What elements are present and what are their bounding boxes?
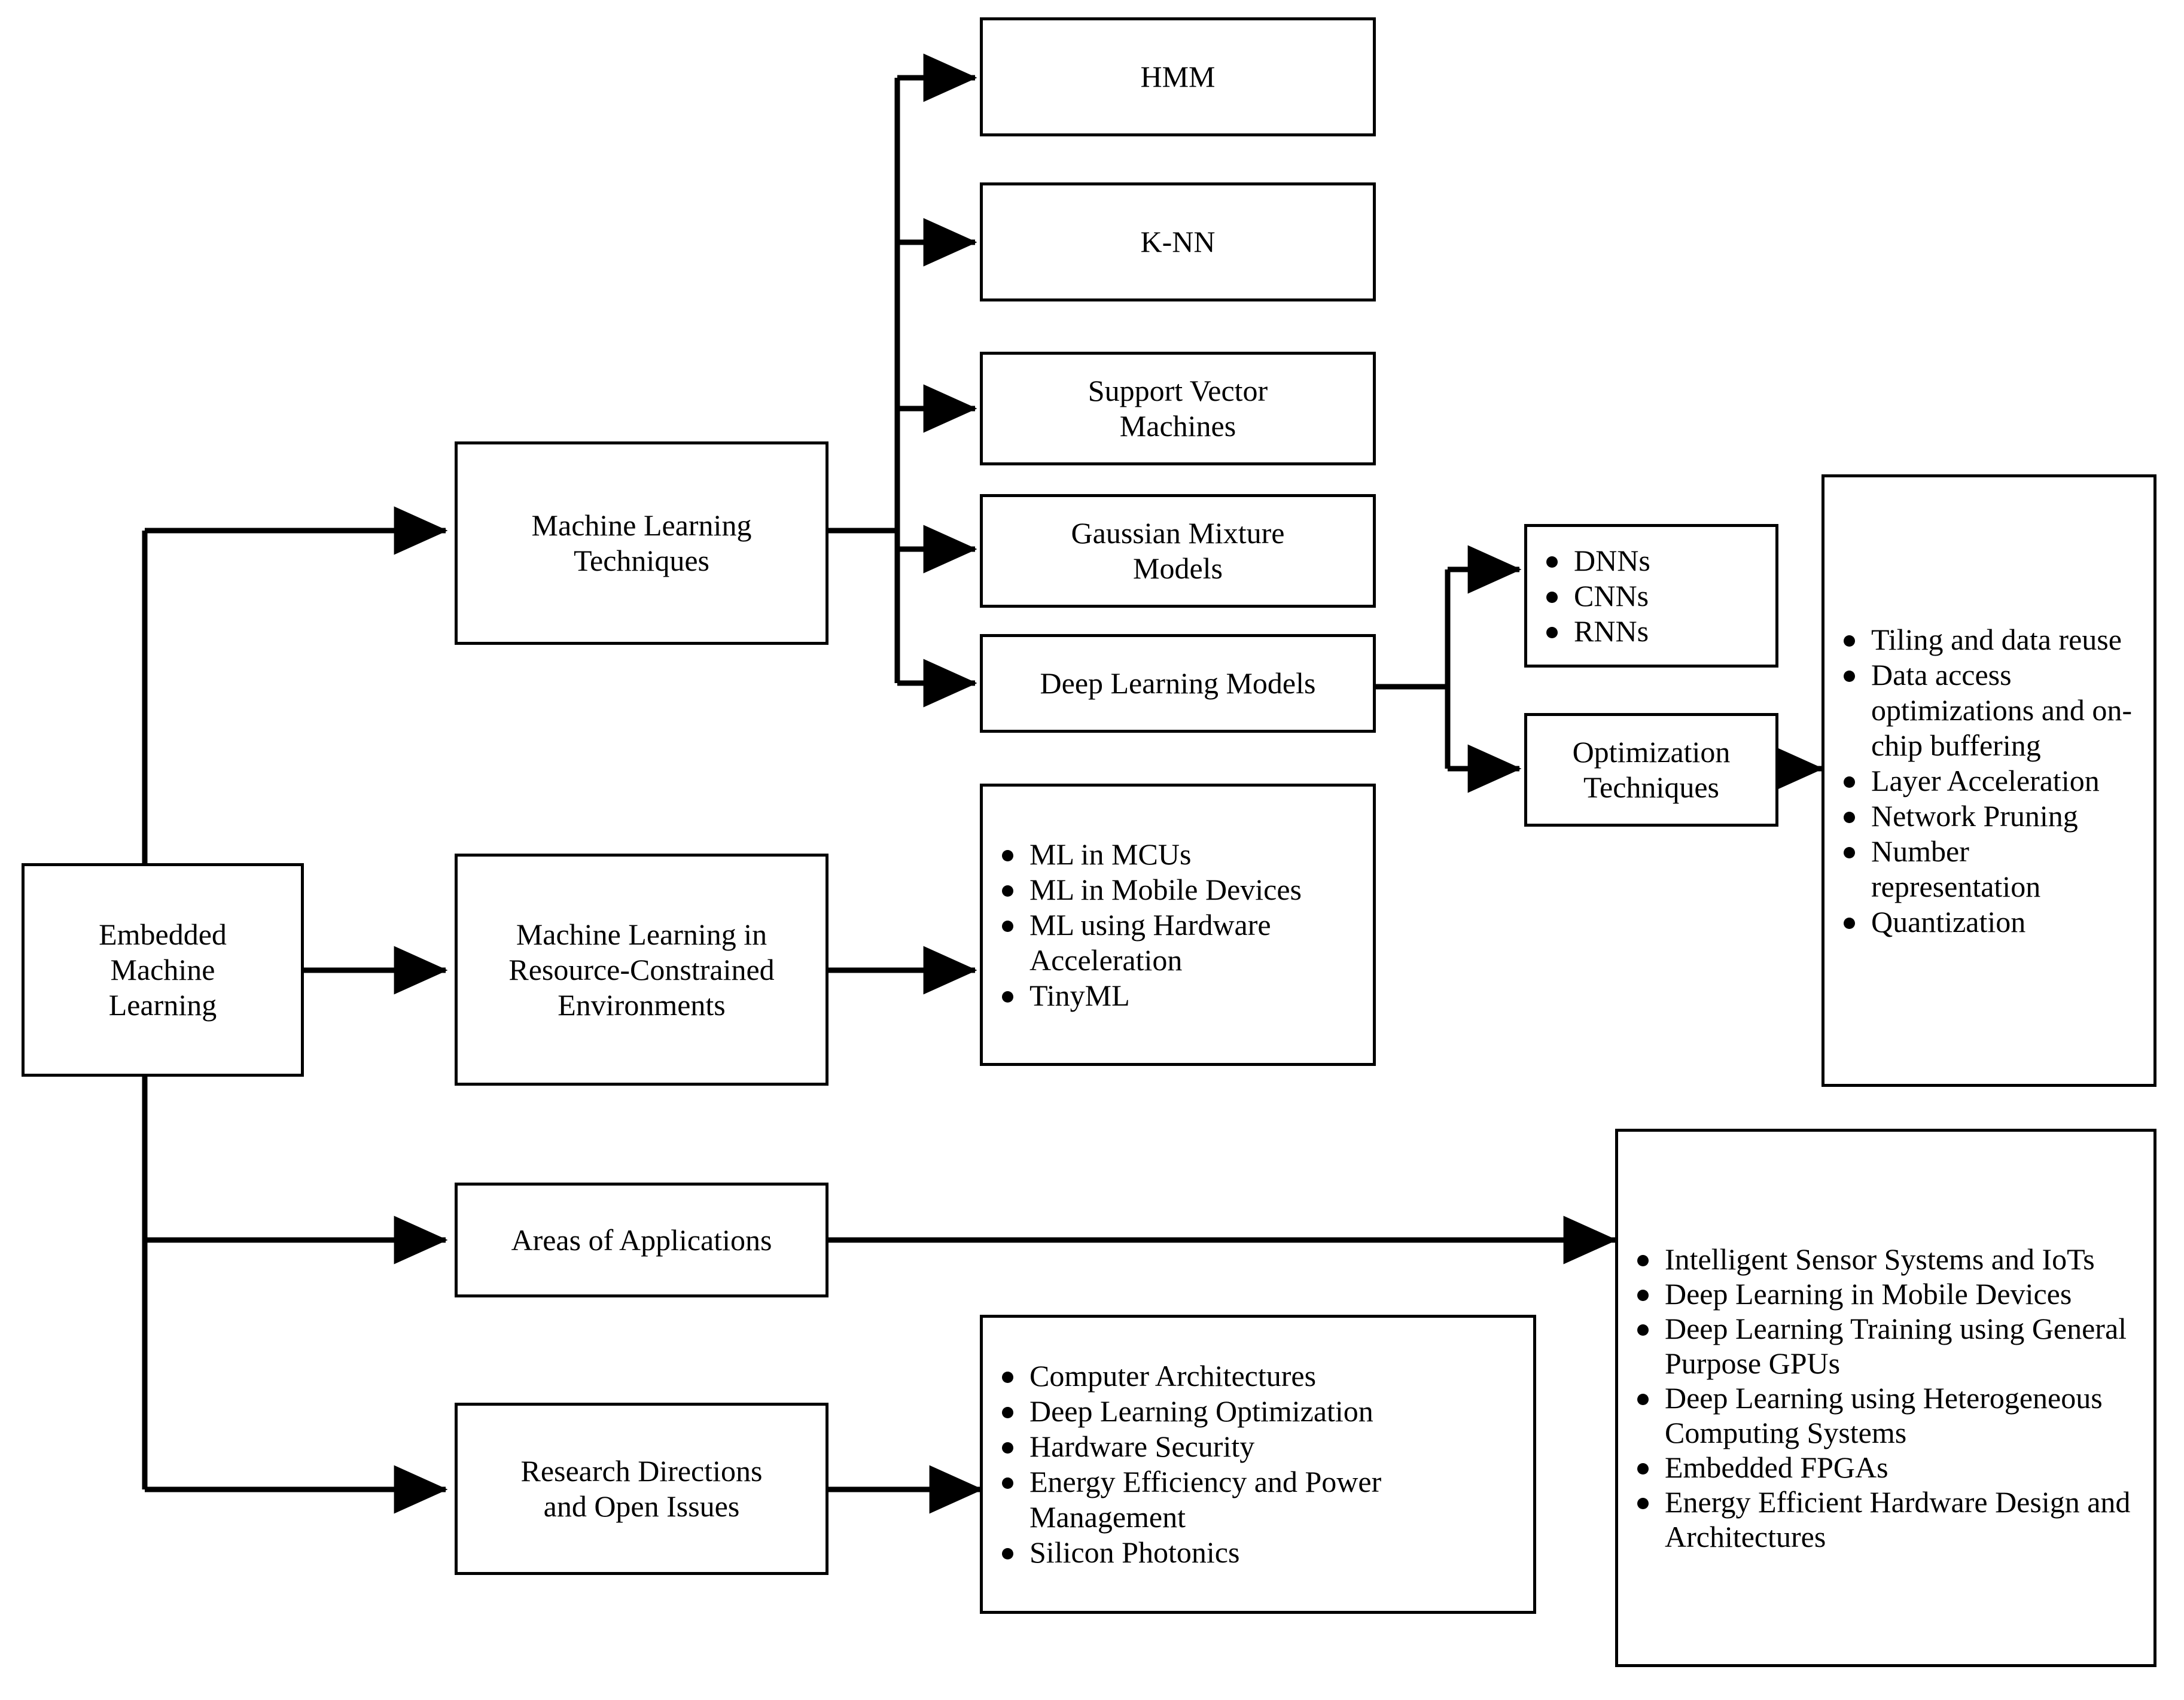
node-label: Machine Learning in Resource-Constrained… bbox=[508, 917, 775, 1022]
list-item: Deep Learning using Heterogeneous Comput… bbox=[1637, 1381, 2144, 1450]
research-details-list: Computer Architectures Deep Learning Opt… bbox=[983, 1358, 1533, 1570]
list-item: Number representation bbox=[1844, 834, 2144, 904]
node-embedded-machine-learning[interactable]: Embedded Machine Learning bbox=[22, 863, 304, 1077]
list-item: Computer Architectures bbox=[1002, 1358, 1524, 1394]
node-label: K-NN bbox=[1140, 225, 1216, 258]
node-knn[interactable]: K-NN bbox=[980, 182, 1376, 301]
node-label: Machine Learning Techniques bbox=[531, 508, 752, 577]
list-item: DNNs bbox=[1546, 543, 1766, 578]
node-ml-resource-constrained[interactable]: Machine Learning in Resource-Constrained… bbox=[455, 854, 828, 1086]
node-optimization-techniques[interactable]: Optimization Techniques bbox=[1524, 713, 1778, 827]
list-item: ML in MCUs bbox=[1002, 837, 1363, 872]
list-item: Silicon Photonics bbox=[1002, 1535, 1524, 1570]
list-item: Layer Acceleration bbox=[1844, 763, 2144, 799]
list-item: Hardware Security bbox=[1002, 1429, 1524, 1464]
node-research-directions[interactable]: Research Directions and Open Issues bbox=[455, 1403, 828, 1575]
node-label: HMM bbox=[1140, 60, 1216, 93]
node-gaussian-mixture-models[interactable]: Gaussian Mixture Models bbox=[980, 494, 1376, 608]
list-item: Embedded FPGAs bbox=[1637, 1450, 2144, 1485]
network-types-list: DNNs CNNs RNNs bbox=[1527, 543, 1775, 649]
resource-constrained-list: ML in MCUs ML in Mobile Devices ML using… bbox=[983, 837, 1373, 1013]
list-item: Data access optimizations and on-chip bu… bbox=[1844, 657, 2144, 763]
node-hmm[interactable]: HMM bbox=[980, 17, 1376, 136]
node-support-vector-machines[interactable]: Support Vector Machines bbox=[980, 352, 1376, 465]
node-network-types[interactable]: DNNs CNNs RNNs bbox=[1524, 524, 1778, 668]
list-item: Deep Learning Optimization bbox=[1002, 1394, 1524, 1429]
node-label: Support Vector Machines bbox=[1088, 374, 1268, 443]
application-details-list: Intelligent Sensor Systems and IoTs Deep… bbox=[1618, 1242, 2153, 1554]
node-label: Research Directions and Open Issues bbox=[520, 1454, 763, 1523]
list-item: ML in Mobile Devices bbox=[1002, 872, 1363, 907]
list-item: Energy Efficiency and Power Management bbox=[1002, 1464, 1524, 1535]
list-item: Deep Learning Training using General Pur… bbox=[1637, 1311, 2144, 1381]
optimization-details-list: Tiling and data reuse Data access optimi… bbox=[1824, 622, 2153, 940]
list-item: Quantization bbox=[1844, 904, 2144, 940]
node-label: Optimization Techniques bbox=[1572, 735, 1731, 804]
node-label: Deep Learning Models bbox=[1040, 666, 1316, 700]
node-deep-learning-models[interactable]: Deep Learning Models bbox=[980, 634, 1376, 733]
node-application-details[interactable]: Intelligent Sensor Systems and IoTs Deep… bbox=[1615, 1129, 2156, 1667]
list-item: Energy Efficient Hardware Design and Arc… bbox=[1637, 1485, 2144, 1554]
node-research-details[interactable]: Computer Architectures Deep Learning Opt… bbox=[980, 1315, 1536, 1614]
list-item: Tiling and data reuse bbox=[1844, 622, 2144, 657]
node-resource-constrained-details[interactable]: ML in MCUs ML in Mobile Devices ML using… bbox=[980, 784, 1376, 1066]
node-label: Embedded Machine Learning bbox=[99, 918, 227, 1022]
node-label: Areas of Applications bbox=[511, 1223, 772, 1257]
list-item: Intelligent Sensor Systems and IoTs bbox=[1637, 1242, 2144, 1276]
list-item: Network Pruning bbox=[1844, 799, 2144, 834]
list-item: RNNs bbox=[1546, 614, 1766, 649]
node-machine-learning-techniques[interactable]: Machine Learning Techniques bbox=[455, 441, 828, 645]
list-item: TinyML bbox=[1002, 978, 1363, 1013]
list-item: Deep Learning in Mobile Devices bbox=[1637, 1276, 2144, 1311]
node-optimization-details[interactable]: Tiling and data reuse Data access optimi… bbox=[1821, 474, 2156, 1087]
list-item: CNNs bbox=[1546, 578, 1766, 614]
node-label: Gaussian Mixture Models bbox=[1071, 516, 1285, 585]
node-areas-of-applications[interactable]: Areas of Applications bbox=[455, 1183, 828, 1297]
list-item: ML using Hardware Acceleration bbox=[1002, 907, 1363, 978]
